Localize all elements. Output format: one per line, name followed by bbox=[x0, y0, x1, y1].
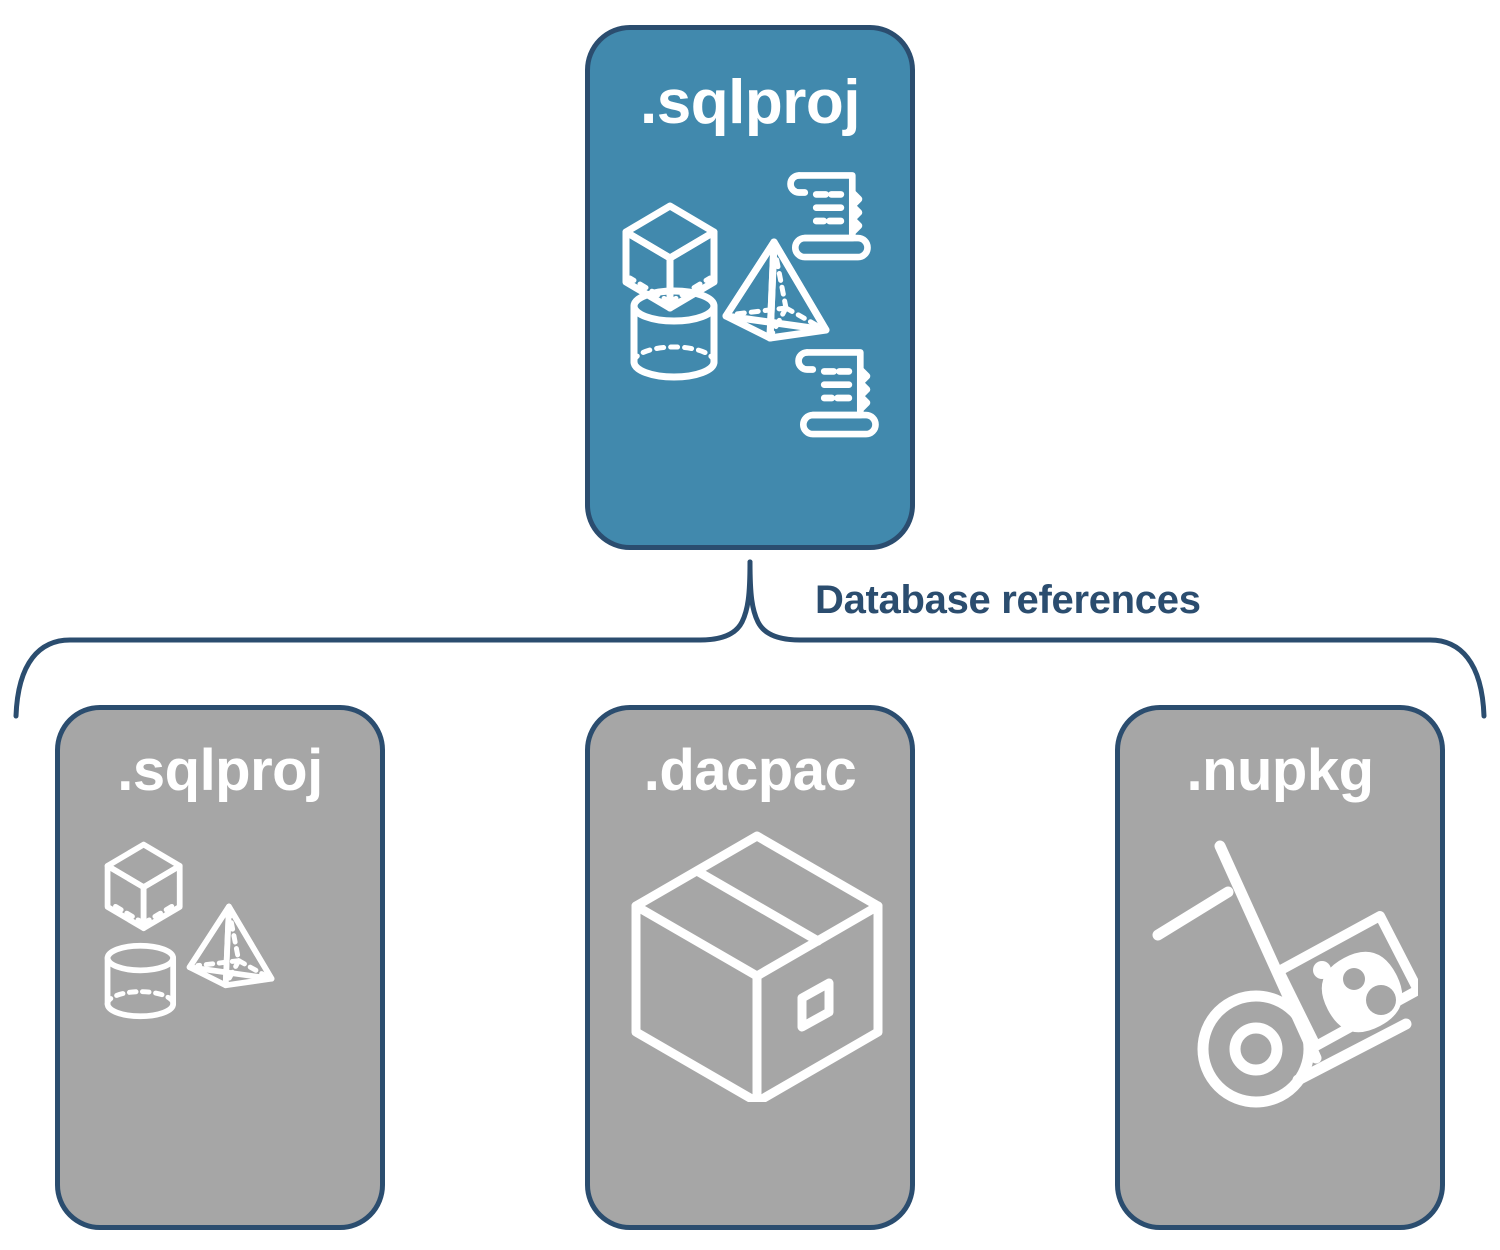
node-card-child-dacpac[interactable]: .dacpac bbox=[585, 705, 915, 1230]
hand-truck-illustration bbox=[1152, 840, 1418, 1108]
hand-truck-carton-holes bbox=[1343, 968, 1396, 1015]
child-2-icon-group bbox=[1120, 800, 1440, 1225]
node-title-root: .sqlproj bbox=[640, 68, 860, 137]
root-shapes-illustration bbox=[622, 172, 879, 438]
package-box-icon bbox=[631, 831, 883, 1102]
node-title-child-1: .dacpac bbox=[643, 738, 857, 803]
child-1-icon-group bbox=[590, 800, 910, 1225]
node-card-child-nupkg[interactable]: .nupkg bbox=[1115, 705, 1445, 1230]
hand-truck-icon bbox=[1152, 840, 1418, 1108]
node-card-child-sqlproj[interactable]: .sqlproj bbox=[55, 705, 385, 1230]
package-box-illustration bbox=[631, 831, 883, 1102]
pyramid-icon bbox=[722, 238, 830, 342]
node-title-child-0: .sqlproj bbox=[117, 738, 323, 803]
pyramid-icon bbox=[186, 903, 275, 989]
scroll-icon bbox=[787, 172, 871, 261]
cube-icon bbox=[104, 841, 183, 932]
root-icon-group bbox=[590, 134, 910, 545]
cylinder-icon bbox=[104, 942, 177, 1020]
scroll-icon bbox=[795, 349, 879, 438]
child-0-icon-group bbox=[60, 800, 380, 1225]
cylinder-icon bbox=[630, 287, 718, 381]
node-title-child-2: .nupkg bbox=[1186, 738, 1374, 803]
node-card-root-sqlproj[interactable]: .sqlproj bbox=[585, 25, 915, 550]
child-shapes-illustration bbox=[104, 841, 275, 1020]
connector-label: Database references bbox=[815, 578, 1201, 622]
